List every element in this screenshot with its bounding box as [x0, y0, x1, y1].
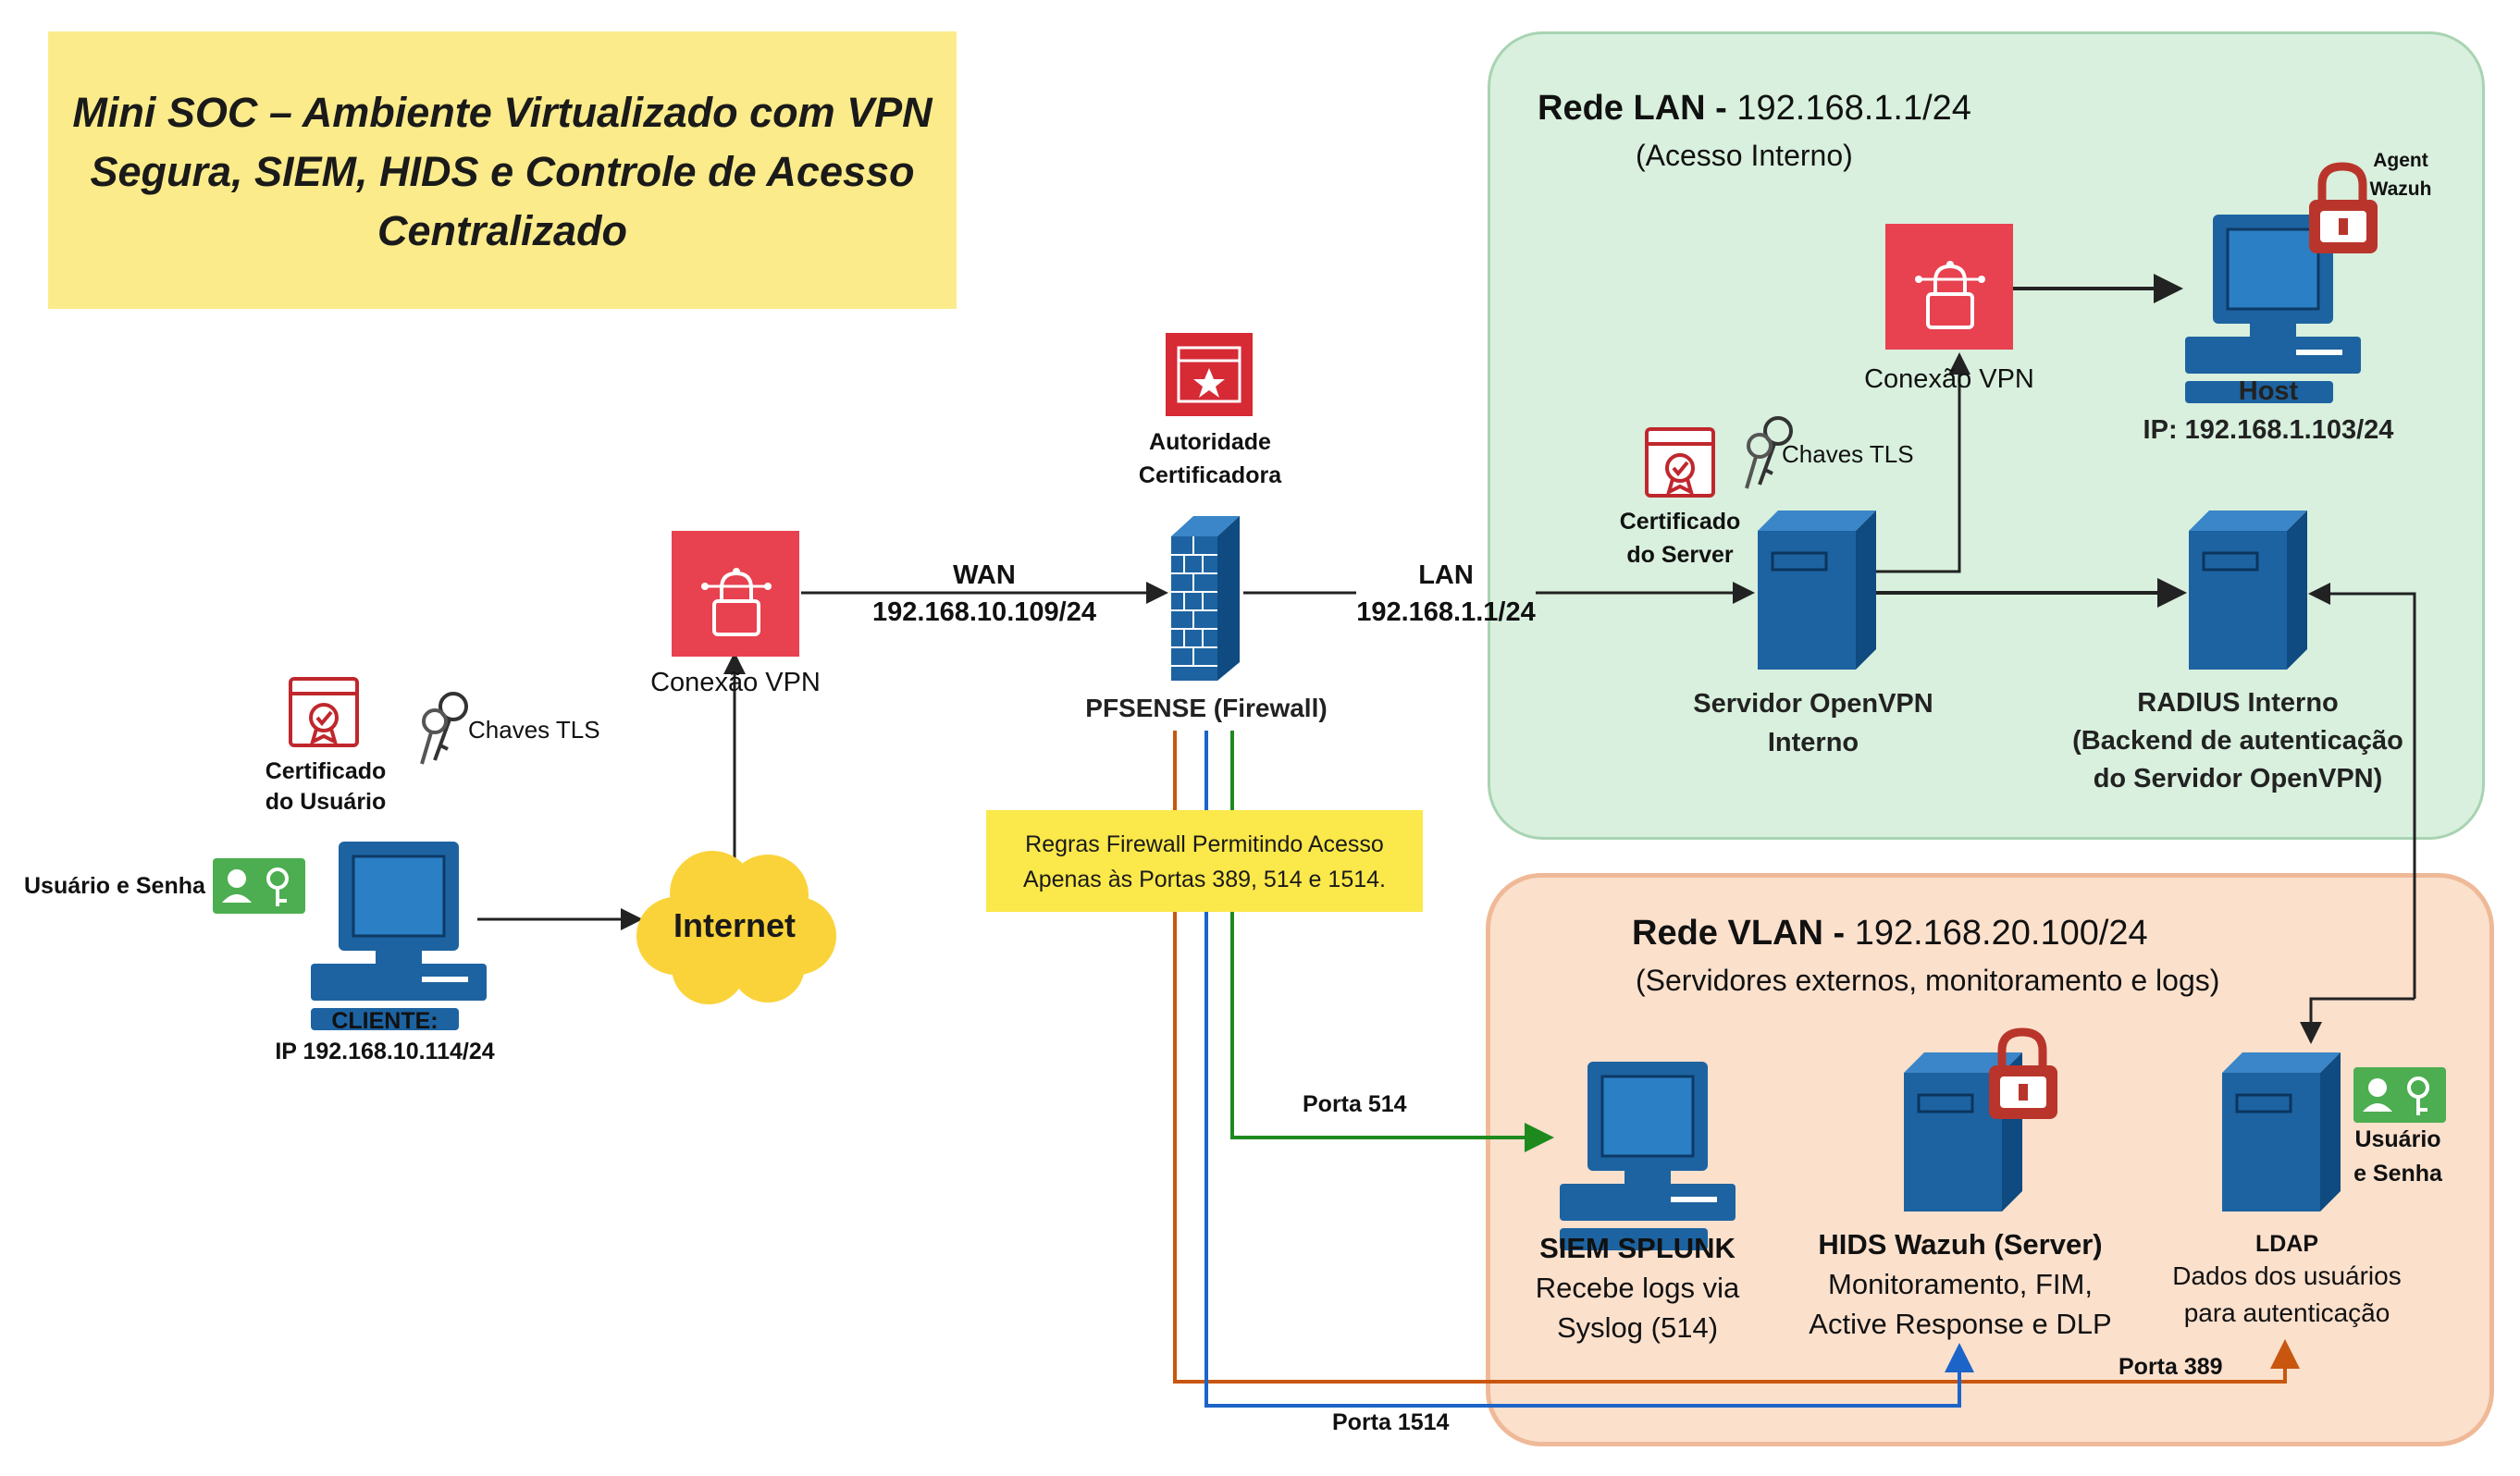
ca-label: Autoridade Certificadora [1088, 425, 1332, 492]
siem-pc-icon [1558, 1060, 1737, 1252]
lan-link-ip: 192.168.1.1/24 [1356, 597, 1536, 627]
server-cert-label: Certificado do Server [1578, 505, 1782, 572]
client-user-pass-label: Usuário e Senha [24, 873, 205, 899]
radius-label: RADIUS Interno (Backend de autenticação … [2050, 684, 2426, 798]
title-line-2: Segura, SIEM, HIDS e Controle de Acesso [90, 148, 915, 195]
host-line-2: IP: 192.168.1.103/24 [2143, 415, 2394, 445]
hids-label: HIDS Wazuh (Server) Monitoramento, FIM, … [1791, 1224, 2130, 1344]
wan-title: WAN [953, 560, 1016, 590]
siem-line-2: Recebe logs via [1535, 1272, 1740, 1304]
firewall-icon [1171, 516, 1240, 681]
port-1514-line [1204, 731, 1974, 1408]
vlan-subtitle: (Servidores externos, monitoramento e lo… [1636, 964, 2220, 997]
rules-note-line-2: Apenas às Portas 389, 514 e 1514. [1023, 867, 1386, 892]
radius-line-3: do Servidor OpenVPN) [2093, 764, 2383, 793]
vlan-title: Rede VLAN - 192.168.20.100/24 [1632, 914, 2148, 953]
vlan-title-bold: Rede VLAN - [1632, 914, 1846, 953]
lan-title-bold: Rede LAN - [1538, 89, 1727, 128]
lan-subtitle: (Acesso Interno) [1636, 139, 1853, 172]
client-keys-label: Chaves TLS [468, 716, 600, 744]
ldap-to-radius-arrow [2308, 583, 2416, 999]
lan-title: Rede LAN - 192.168.1.1/24 [1538, 89, 1971, 129]
radius-line-2: (Backend de autenticação [2072, 726, 2403, 756]
server-cert-line-1: Certificado [1619, 509, 1741, 535]
lan-link-title: LAN [1418, 560, 1474, 590]
hids-line-2: Monitoramento, FIM, [1828, 1268, 2093, 1300]
port-1514-label: Porta 1514 [1332, 1409, 1450, 1435]
lan-link-label: LAN 192.168.1.1/24 [1336, 557, 1556, 631]
ldap-line-1: LDAP [2254, 1231, 2319, 1257]
agent-line-2: Wazuh [2369, 178, 2432, 200]
siem-line-3: Syslog (514) [1556, 1311, 1719, 1344]
client-label-line-2: IP 192.168.10.114/24 [275, 1038, 495, 1064]
host-label: Host IP: 192.168.1.103/24 [2100, 372, 2437, 449]
host-line-1: Host [2238, 376, 2299, 406]
port-389-line [1173, 731, 2300, 1384]
radius-to-ldap-arrow [2300, 997, 2415, 1044]
vpn-right-box [1885, 224, 2013, 350]
wan-label: WAN 192.168.10.109/24 [847, 557, 1121, 631]
vpn-left-box [672, 531, 799, 657]
hids-line-3: Active Response e DLP [1809, 1308, 2112, 1340]
firewall-rules-note: Regras Firewall Permitindo Acesso Apenas… [986, 810, 1423, 912]
client-keys-icon [420, 692, 468, 766]
page-title: Mini SOC – Ambiente Virtualizado com VPN… [48, 83, 957, 261]
port-389-label: Porta 389 [2119, 1354, 2223, 1380]
vpn-right-label: Conexão VPN [1864, 364, 2034, 394]
client-label-line-1: CLIENTE: [331, 1008, 439, 1034]
radius-line-1: RADIUS Interno [2137, 688, 2339, 718]
openvpn-label: Servidor OpenVPN Interno [1665, 684, 1961, 762]
rules-note-line-1: Regras Firewall Permitindo Acesso [1025, 831, 1384, 857]
ca-line-1: Autoridade [1149, 429, 1271, 455]
port-514-line [1230, 731, 1554, 1152]
hids-padlock-icon [1989, 1032, 2057, 1119]
ldap-user-key-icon [2352, 1065, 2448, 1125]
ca-icon [1166, 333, 1253, 416]
server-keys-label: Chaves TLS [1782, 440, 1914, 468]
ldap-user-line-2: e Senha [2353, 1161, 2442, 1187]
user-certificate-icon [289, 677, 359, 747]
ldap-user-pass-label: Usuário e Senha [2337, 1123, 2459, 1191]
internet-label: Internet [673, 906, 796, 944]
client-user-key-icon [211, 856, 307, 916]
openvpn-line-2: Interno [1767, 728, 1859, 757]
ca-line-2: Certificadora [1138, 462, 1282, 488]
server-cert-line-2: do Server [1626, 542, 1734, 568]
hids-line-1: HIDS Wazuh (Server) [1818, 1228, 2103, 1261]
agent-line-1: Agent [2373, 150, 2428, 171]
ldap-line-3: para autenticação [2183, 1298, 2390, 1327]
siem-line-1: SIEM SPLUNK [1539, 1232, 1736, 1264]
radius-server-icon [2187, 509, 2309, 671]
ldap-line-2: Dados dos usuários [2172, 1261, 2402, 1290]
title-box: Mini SOC – Ambiente Virtualizado com VPN… [48, 31, 957, 309]
openvpn-line-1: Servidor OpenVPN [1693, 689, 1933, 719]
title-line-1: Mini SOC – Ambiente Virtualizado com VPN [72, 89, 933, 136]
wan-ip: 192.168.10.109/24 [872, 597, 1096, 627]
siem-label: SIEM SPLUNK Recebe logs via Syslog (514) [1508, 1228, 1767, 1347]
ldap-server-icon [2220, 1051, 2342, 1213]
agent-wazuh-label: Agent Wazuh [2350, 146, 2452, 203]
user-cert-label: Certificado do Usuário [222, 756, 429, 817]
vlan-title-ip: 192.168.20.100/24 [1845, 914, 2148, 953]
client-label: CLIENTE: IP 192.168.10.114/24 [209, 1006, 561, 1066]
openvpn-to-vpn-arrow [1872, 352, 1970, 573]
lan-title-ip: 192.168.1.1/24 [1726, 89, 1971, 128]
vpn-left-label: Conexão VPN [650, 668, 821, 697]
ldap-user-line-1: Usuário [2354, 1126, 2441, 1152]
server-certificate-icon [1645, 427, 1715, 498]
port-514-label: Porta 514 [1303, 1091, 1407, 1117]
ldap-label: LDAP Dados dos usuários para autenticaçã… [2143, 1230, 2431, 1332]
internet-cloud-icon [636, 851, 836, 1004]
title-line-3: Centralizado [377, 207, 628, 254]
firewall-label: PFSENSE (Firewall) [1085, 694, 1328, 722]
user-cert-line-1: Certificado [265, 758, 387, 784]
user-cert-line-2: do Usuário [265, 788, 387, 815]
client-pc-icon [309, 840, 488, 1032]
